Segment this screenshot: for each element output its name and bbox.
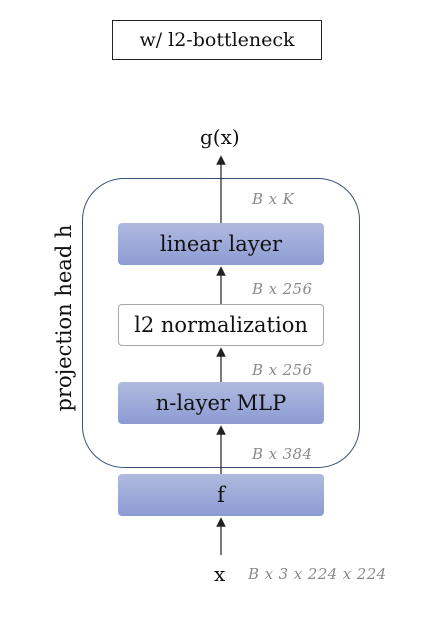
dim-after-mlp: B x 256 <box>252 361 313 379</box>
dim-input: B x 3 x 224 x 224 <box>248 565 387 583</box>
dim-output: B x K <box>252 190 295 208</box>
l2-normalization-block: l2 normalization <box>118 304 324 346</box>
diagram-title: w/ l2-bottleneck <box>112 20 322 60</box>
linear-layer-block: linear layer <box>118 223 324 265</box>
mlp-block: n-layer MLP <box>118 382 324 424</box>
output-label: g(x) <box>200 125 240 149</box>
dim-after-l2: B x 256 <box>252 280 313 298</box>
input-label: x <box>214 562 226 586</box>
dim-after-encoder: B x 384 <box>252 445 313 463</box>
encoder-block: f <box>118 474 324 516</box>
